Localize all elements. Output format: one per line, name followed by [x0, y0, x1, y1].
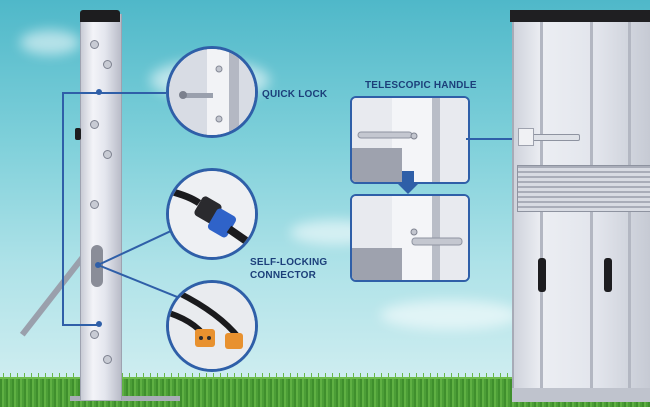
- quick-lock-zoom: [166, 46, 258, 138]
- self-locking-label-line1: SELF-LOCKING: [250, 257, 328, 268]
- cabinet-grip-left: [538, 258, 546, 292]
- bolt-icon: [90, 200, 99, 209]
- callout-line: [466, 138, 526, 140]
- cabinet-handle-mount: [518, 128, 534, 146]
- self-locking-connector-label: SELF-LOCKING CONNECTOR: [250, 256, 327, 282]
- cabinet-grip-right: [604, 258, 612, 292]
- lock-knob: [75, 128, 81, 140]
- callout-dot: [96, 89, 102, 95]
- callout-line: [62, 92, 100, 94]
- pole-cap: [80, 10, 120, 22]
- callout-line: [100, 92, 166, 94]
- bolt-icon: [103, 355, 112, 364]
- cloud: [380, 300, 520, 330]
- down-arrow-head: [396, 182, 420, 194]
- telescopic-handle-label: TELESCOPIC HANDLE: [365, 80, 477, 91]
- bolt-icon: [103, 150, 112, 159]
- bolt-icon: [90, 330, 99, 339]
- handle-extended-panel: [350, 194, 470, 282]
- cabinet-top: [510, 10, 650, 22]
- cabinet-vent: [517, 165, 650, 212]
- cabinet-base: [512, 388, 650, 402]
- bolt-icon: [90, 40, 99, 49]
- callout-line: [62, 92, 64, 326]
- callout-dot: [96, 321, 102, 327]
- mounting-pole: [80, 14, 122, 400]
- down-arrow-icon: [402, 171, 414, 183]
- pole-foot: [70, 396, 180, 401]
- cloud: [20, 30, 80, 55]
- handle-retracted-panel: [350, 96, 470, 184]
- self-locking-label-line2: CONNECTOR: [250, 270, 317, 281]
- bolt-icon: [103, 60, 112, 69]
- callout-line: [62, 324, 100, 326]
- bolt-icon: [90, 120, 99, 129]
- quick-lock-label: QUICK LOCK: [262, 89, 328, 100]
- cable-plug-zoom: [166, 280, 258, 372]
- connector-zoom: [166, 168, 258, 260]
